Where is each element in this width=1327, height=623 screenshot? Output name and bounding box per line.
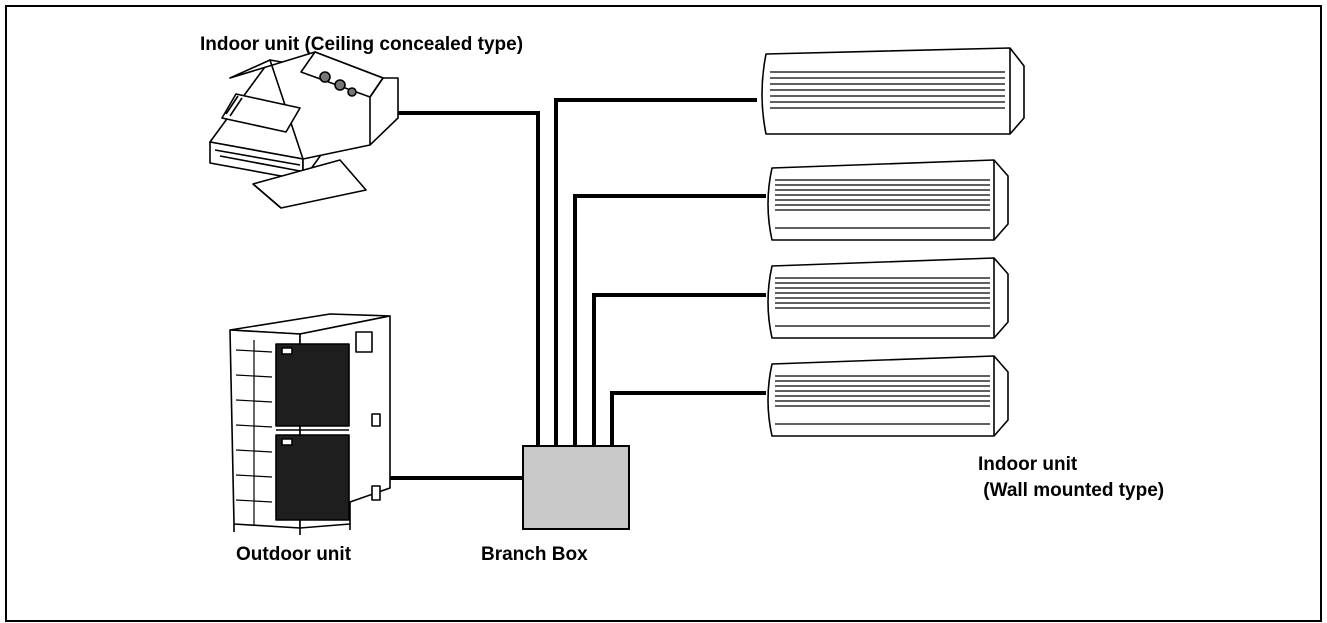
wall-mounted-indoor-unit-icon	[761, 47, 1025, 437]
wall-unit-1	[761, 47, 1025, 135]
pipe-wall-unit-4	[610, 391, 766, 446]
outdoor-unit-icon	[229, 313, 391, 535]
wall-unit-label-line1: Indoor unit	[978, 454, 1078, 475]
branch-box-icon	[522, 445, 630, 530]
wall-unit-4	[767, 355, 1009, 437]
ceiling-concealed-indoor-unit-icon	[209, 51, 399, 209]
branch-box-label: Branch Box	[481, 544, 588, 565]
pipe-wall-unit-2	[573, 194, 766, 446]
wall-unit-label-line2: (Wall mounted type)	[978, 480, 1165, 501]
outdoor-unit-label: Outdoor unit	[236, 544, 352, 565]
pipe-wall-unit-3	[592, 293, 766, 446]
ceiling-unit-label: Indoor unit (Ceiling concealed type)	[200, 34, 524, 55]
piping-lines	[385, 98, 766, 480]
wall-unit-3	[767, 257, 1009, 339]
pipe-wall-unit-1	[554, 98, 757, 446]
wall-unit-2	[767, 159, 1009, 241]
diagram-border	[5, 5, 1322, 622]
pipe-ceiling-unit	[398, 111, 540, 446]
